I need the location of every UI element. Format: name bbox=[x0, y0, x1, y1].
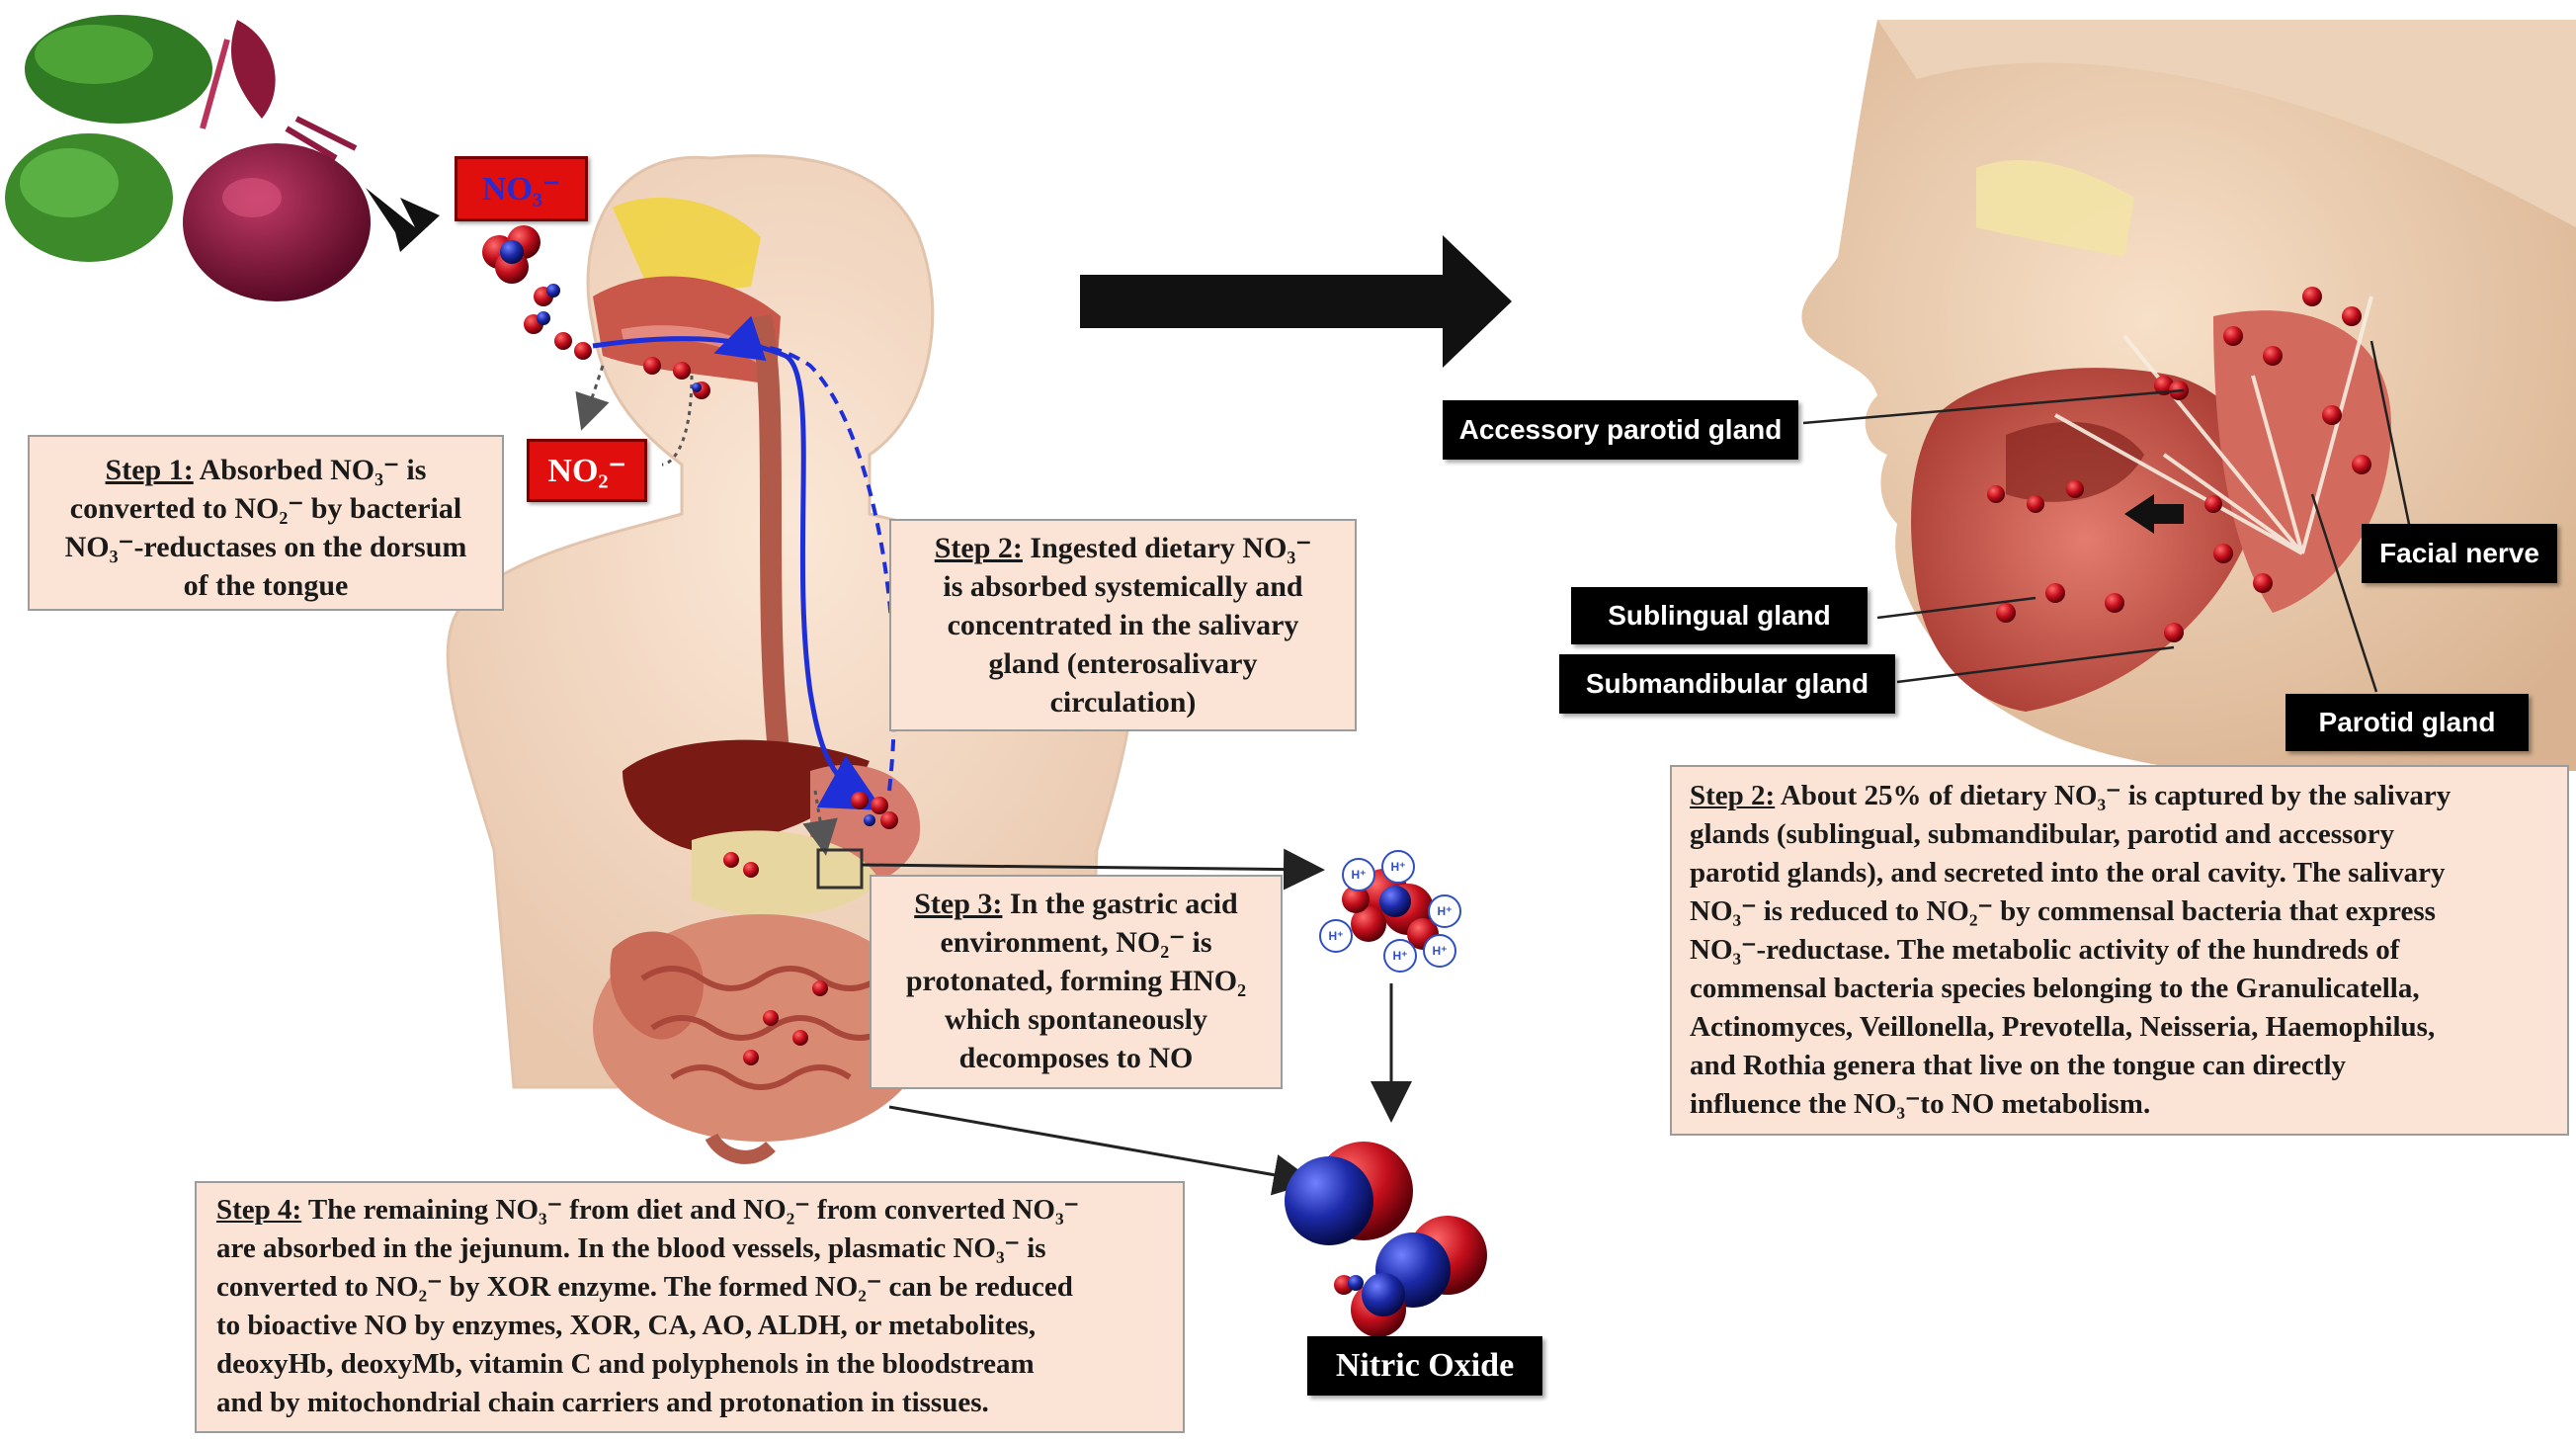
step3-line: which spontaneously bbox=[945, 1003, 1207, 1036]
step3-line: In the gastric acid bbox=[1002, 888, 1238, 920]
nitric-oxide-molecules bbox=[1285, 1142, 1487, 1337]
nitrite-chem-label: NO₂⁻ bbox=[527, 439, 647, 502]
proton-label: H⁺ bbox=[1381, 850, 1415, 884]
step4-text: Step 4: The remaining NO₃⁻ from diet and… bbox=[216, 1191, 1163, 1230]
step2-left-line: gland (enterosalivary bbox=[988, 647, 1258, 680]
nitrate-molecule-clusters bbox=[482, 225, 898, 1065]
dotted-arrow-tongue bbox=[661, 375, 694, 467]
food-arrow bbox=[366, 188, 440, 252]
proton-label: H⁺ bbox=[1319, 919, 1353, 953]
step3-label: Step 3: bbox=[914, 888, 1003, 920]
step3-line: protonated, forming HNO₂ bbox=[905, 965, 1247, 997]
step2-left-line: concentrated in the salivary bbox=[947, 609, 1299, 641]
stomach-to-protons-line bbox=[861, 848, 1325, 891]
step4-line: are absorbed in the jejunum. In the bloo… bbox=[216, 1232, 1046, 1264]
step4-label: Step 4: bbox=[216, 1194, 302, 1226]
step1-line: of the tongue bbox=[183, 569, 349, 602]
step2-right-text: Step 2: About 25% of dietary NO₃⁻ is cap… bbox=[1690, 777, 2549, 815]
parotid-gland-tag: Parotid gland bbox=[2285, 694, 2529, 751]
step2-right-line: glands (sublingual, submandibular, parot… bbox=[1690, 818, 2395, 850]
human-body-silhouette bbox=[446, 154, 1135, 1089]
step3-textbox: Step 3: In the gastric acid environment,… bbox=[870, 875, 1283, 1089]
facial-nerve-tag: Facial nerve bbox=[2362, 524, 2557, 583]
step3-text: Step 3: In the gastric acid bbox=[877, 885, 1275, 923]
dotted-arrow-stomach bbox=[802, 790, 838, 856]
proton-label: H⁺ bbox=[1383, 939, 1417, 973]
proton-label: H⁺ bbox=[1423, 934, 1456, 968]
step4-textbox: Step 4: The remaining NO₃⁻ from diet and… bbox=[195, 1181, 1185, 1433]
step4-line: to bioactive NO by enzymes, XOR, CA, AO,… bbox=[216, 1310, 1037, 1341]
step4-line: deoxyHb, deoxyMb, vitamin C and polyphen… bbox=[216, 1348, 1035, 1380]
step2-left-textbox: Step 2: Ingested dietary NO₃⁻ is absorbe… bbox=[889, 519, 1357, 731]
sublingual-gland-tag: Sublingual gland bbox=[1571, 587, 1868, 644]
step2-right-line: parotid glands), and secreted into the o… bbox=[1690, 857, 2446, 889]
step4-line: and by mitochondrial chain carriers and … bbox=[216, 1387, 989, 1418]
vegetables-illustration bbox=[5, 15, 371, 301]
nitrate-chem-label: NO₃⁻ bbox=[455, 156, 588, 221]
step2-left-line: Ingested dietary NO₃⁻ bbox=[1022, 532, 1312, 564]
step4-line: converted to NO₂⁻ by XOR enzyme. The for… bbox=[216, 1271, 1073, 1303]
step2-left-label: Step 2: bbox=[934, 532, 1023, 564]
step2-right-line: influence the NO₃⁻to NO metabolism. bbox=[1690, 1088, 2151, 1120]
jejunum-to-no-line bbox=[888, 1105, 1315, 1196]
big-transition-arrow bbox=[1080, 235, 1512, 368]
step1-line: NO₃⁻-reductases on the dorsum bbox=[64, 531, 467, 563]
step1-text: Step 1: Absorbed NO₃⁻ is bbox=[38, 451, 494, 489]
stomach-zoom-box bbox=[816, 848, 864, 890]
nasal-cavity bbox=[613, 198, 761, 297]
esophagus bbox=[750, 313, 791, 773]
face-nitrate-molecules bbox=[1987, 287, 2371, 642]
proton-label: H⁺ bbox=[1428, 894, 1461, 928]
step2-left-line: circulation) bbox=[1049, 686, 1197, 719]
step3-line: environment, NO₂⁻ is bbox=[940, 926, 1212, 959]
step2-right-label: Step 2: bbox=[1690, 780, 1776, 811]
step2-right-line: Actinomyces, Veillonella, Prevotella, Ne… bbox=[1690, 1011, 2436, 1043]
submandibular-gland-tag: Submandibular gland bbox=[1559, 654, 1895, 714]
step2-right-line: NO₃⁻ is reduced to NO₂⁻ by commensal bac… bbox=[1690, 895, 2436, 927]
step2-left-line: is absorbed systemically and bbox=[943, 570, 1303, 603]
step2-right-line: and Rothia genera that live on the tongu… bbox=[1690, 1050, 2347, 1081]
face-anatomy-illustration bbox=[1801, 20, 2576, 771]
accessory-parotid-gland-tag: Accessory parotid gland bbox=[1443, 400, 1798, 460]
step1-textbox: Step 1: Absorbed NO₃⁻ is converted to NO… bbox=[28, 435, 504, 611]
step2-right-line: commensal bacteria species belonging to … bbox=[1690, 973, 2420, 1004]
step4-line: The remaining NO₃⁻ from diet and NO₂⁻ fr… bbox=[301, 1194, 1079, 1226]
step1-line: converted to NO₂⁻ by bacterial bbox=[69, 492, 462, 525]
step1-label: Step 1: bbox=[105, 454, 194, 486]
gland-leader-lines bbox=[1802, 340, 2413, 693]
step2-right-line: About 25% of dietary NO₃⁻ is captured by… bbox=[1775, 780, 2451, 811]
proton-label: H⁺ bbox=[1342, 858, 1375, 891]
step1-line: Absorbed NO₃⁻ is bbox=[193, 454, 427, 486]
step3-line: decomposes to NO bbox=[958, 1042, 1194, 1074]
step2-right-line: NO₃⁻-reductase. The metabolic activity o… bbox=[1690, 934, 2400, 966]
step2-left-text: Step 2: Ingested dietary NO₃⁻ bbox=[897, 529, 1349, 567]
nitric-oxide-tag: Nitric Oxide bbox=[1307, 1336, 1542, 1396]
dotted-arrow-no2 bbox=[575, 365, 610, 431]
step2-right-textbox: Step 2: About 25% of dietary NO₃⁻ is cap… bbox=[1670, 765, 2569, 1136]
